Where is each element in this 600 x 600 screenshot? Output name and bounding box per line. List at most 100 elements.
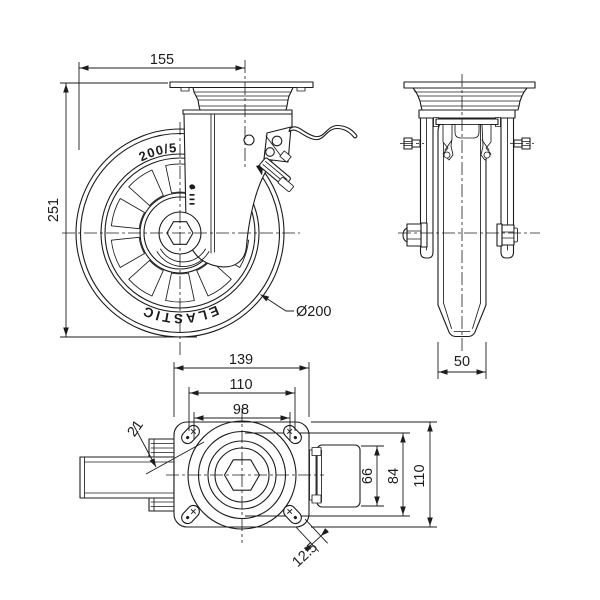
dim-plan-12-5-part	[295, 527, 320, 552]
dimension-arrows-part	[303, 544, 312, 553]
front-brake-part	[277, 176, 294, 192]
plate-slot-part	[190, 428, 197, 434]
side-swivel-bearing	[412, 87, 528, 111]
front-mount-plate-part	[169, 81, 314, 89]
fork-brand-mark-part	[189, 184, 196, 190]
dimension-arrows-part	[63, 327, 69, 336]
plan-center-hex	[223, 459, 261, 491]
dim-98-label: 98	[233, 402, 249, 418]
dimension-arrows-part	[400, 506, 406, 515]
dim-plan-98: 98	[193, 402, 291, 440]
dimension-arrows-part	[427, 423, 433, 432]
dim-110-outer-label: 110	[229, 377, 252, 393]
dim-plan-66: 66	[360, 445, 384, 507]
dim-plan-21-part	[145, 441, 205, 475]
dim-84-label: 84	[386, 468, 402, 484]
dimension-arrows-part	[260, 294, 270, 302]
fork-hole	[243, 134, 255, 146]
side-mount-plate-part	[403, 81, 536, 89]
fork-brand-mark-part	[189, 194, 195, 196]
dimension-arrows-part	[374, 447, 380, 456]
dimension-arrows-part	[235, 65, 244, 71]
dimension-arrows-part	[280, 415, 289, 421]
brake-lever	[288, 124, 358, 141]
dim-21-label: 21	[125, 418, 147, 440]
fork-crown	[182, 109, 293, 115]
dimension-arrows-part	[374, 496, 380, 505]
dimension-arrows-part	[195, 415, 204, 421]
dimension-arrows-part	[400, 434, 406, 443]
plan-wheel	[309, 444, 361, 508]
dim-139-label: 139	[229, 352, 253, 368]
fork-strap-arc	[160, 248, 206, 263]
side-brake-mechanism-part	[480, 124, 492, 161]
dim-front-diameter-200: Ø200	[260, 294, 331, 320]
dim-155-label: 155	[150, 52, 174, 68]
plate-slot-part	[186, 435, 190, 440]
dimension-arrows-part	[175, 365, 184, 371]
front-swivel-bearing-part	[192, 86, 294, 111]
plate-slot-part	[293, 435, 297, 440]
side-fork-crown	[418, 109, 516, 119]
side-axle-nut-left	[402, 222, 428, 248]
side-view: 50	[398, 74, 540, 379]
fork-strap-arc2	[156, 251, 210, 267]
plan-brake-pedal-part	[79, 456, 175, 499]
dim-front-diameter-200-part	[260, 294, 294, 312]
front-mount-plate-part	[180, 87, 190, 92]
plate-slot	[181, 424, 200, 445]
dimension-arrows-part	[427, 517, 433, 526]
plate-slot-part	[293, 515, 297, 520]
plan-wheel-part	[316, 444, 361, 508]
side-brake-mechanism-part	[442, 124, 454, 161]
fork-brand-mark-part	[189, 198, 195, 201]
side-axle-nut-right-part	[496, 223, 503, 247]
side-fork-legs-part	[419, 117, 434, 259]
plate-slot-part	[190, 508, 197, 514]
side-brake-mechanism-part	[454, 124, 480, 139]
dimension-arrows-part	[190, 390, 199, 396]
dimension-arrows-part	[320, 528, 329, 536]
dim-plan-139: 139	[173, 352, 310, 417]
plate-slot	[283, 504, 302, 525]
brake-pin	[279, 150, 292, 163]
dimension-arrows-part	[299, 365, 308, 371]
side-view-part	[443, 302, 452, 329]
side-axle-nut-right-part	[501, 224, 515, 246]
front-swivel-bearing	[192, 86, 294, 111]
dim-plan-84: 84	[386, 433, 404, 516]
dimension-arrows	[63, 65, 485, 553]
front-mount-plate-part	[296, 87, 306, 92]
wheel-spokes-part	[196, 260, 232, 297]
plate-slot	[181, 504, 200, 525]
side-axle-nut-right-part	[513, 227, 518, 243]
dim-plan-110-depth: 110	[311, 421, 437, 528]
dim-200-label: Ø200	[296, 304, 331, 320]
plate-slots	[181, 424, 302, 525]
dimension-arrows-part	[63, 84, 69, 93]
brake-pedal-part	[265, 161, 288, 180]
dim-66-label: 66	[360, 468, 376, 484]
wheel-spokes-part	[128, 169, 164, 206]
side-axle-nut-left-part	[402, 227, 408, 243]
side-view-part	[472, 302, 481, 329]
side-swivel-bearing-part	[412, 87, 528, 111]
wheel-spokes-part	[110, 236, 145, 268]
wheel-spokes-part	[110, 198, 145, 230]
dim-251-label: 251	[46, 198, 62, 222]
side-fork-legs-part	[500, 117, 515, 259]
fork-brand-mark	[189, 184, 196, 205]
wheel-spokes-part	[128, 260, 164, 297]
side-brake-mechanism-part	[483, 151, 491, 159]
side-brake-mechanism-part	[444, 139, 453, 151]
dimension-arrows-part	[285, 390, 294, 396]
dim-front-height-251: 251	[46, 82, 197, 338]
dimension-arrows-part	[149, 458, 156, 467]
dim-50-label: 50	[454, 354, 470, 370]
side-axle-nut-left-part	[406, 223, 422, 247]
fork-brand-mark-part	[189, 203, 195, 205]
plate-slot-part	[186, 515, 190, 520]
plan-wheel-part	[311, 494, 322, 504]
side-brake-mechanism-part	[481, 139, 490, 151]
